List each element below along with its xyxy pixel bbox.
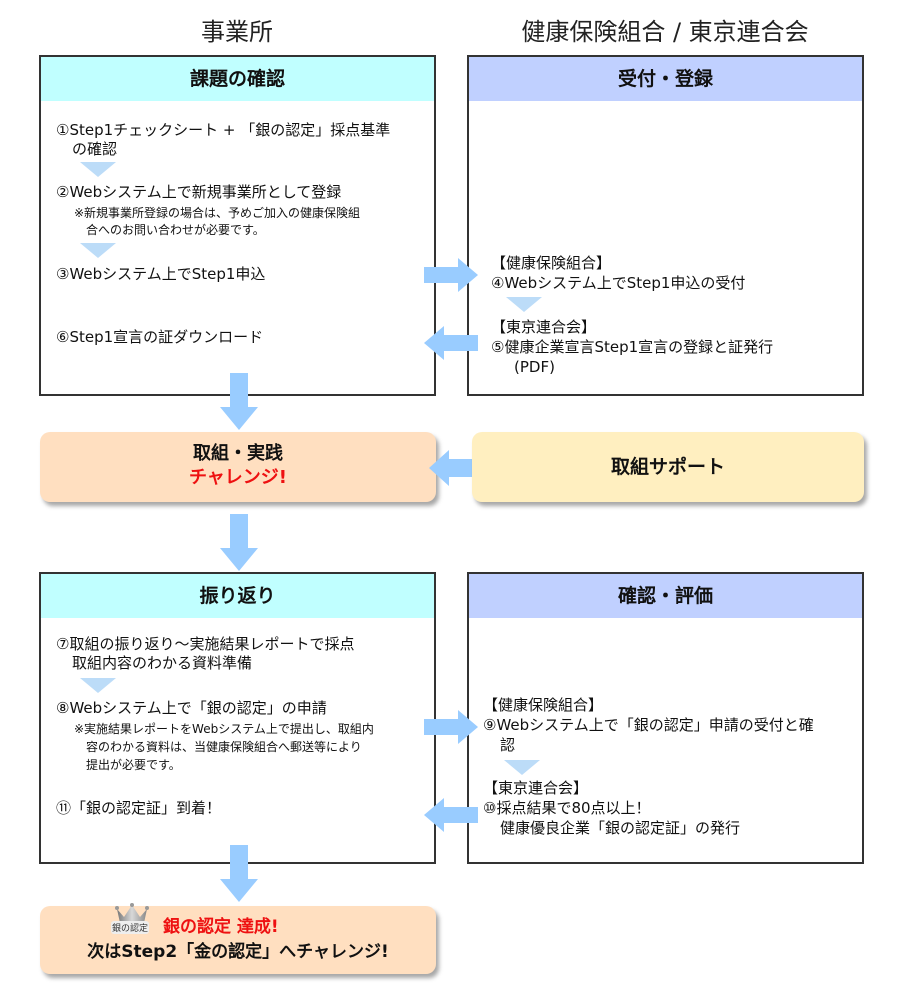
- box-evaluation: 確認・評価: [467, 572, 864, 864]
- step-8-note-cont: 容のわかる資料は、当健康保険組合へ郵送等により: [86, 740, 362, 754]
- org-tokyo-federation: 【東京連合会】: [491, 318, 597, 336]
- step-9: ⑨Webシステム上で「銀の認定」申請の受付と確: [483, 716, 814, 734]
- step-9-cont: 認: [500, 736, 516, 754]
- box-reception: 受付・登録: [467, 55, 864, 396]
- arrow-right-icon: [424, 710, 478, 744]
- step-3: ③Webシステム上でStep1申込: [56, 265, 266, 283]
- silver-achieved: 銀の認定 達成!: [163, 917, 279, 937]
- step-6: ⑥Step1宣言の証ダウンロード: [56, 328, 264, 346]
- step-2-note: ※新規事業所登録の場合は、予めご加入の健康保険組: [74, 206, 361, 220]
- box-header: 確認・評価: [469, 574, 862, 618]
- org-health-union: 【健康保険組合】: [491, 254, 612, 272]
- step-7: ⑦取組の振り返り～実施結果レポートで採点: [56, 635, 355, 653]
- step-5: ⑤健康企業宣言Step1宣言の登録と証発行: [491, 338, 774, 356]
- step-2-note-cont: 合へのお問い合わせが必要です。: [86, 223, 265, 237]
- silver-badge-label: 銀の認定: [111, 921, 150, 934]
- org-tokyo-federation: 【東京連合会】: [483, 779, 589, 797]
- box-header: 課題の確認: [41, 57, 434, 101]
- practice-box: 取組・実践 チャレンジ!: [40, 432, 436, 502]
- step-8: ⑧Webシステム上で「銀の認定」の申請: [56, 699, 327, 717]
- arrow-down-icon: [220, 514, 258, 571]
- step-2: ②Webシステム上で新規事業所として登録: [56, 183, 342, 201]
- down-triangle-icon: [506, 297, 542, 312]
- step-4: ④Webシステム上でStep1申込の受付: [491, 274, 746, 292]
- org-health-union: 【健康保険組合】: [483, 696, 604, 714]
- step-7-cont: 取組内容のわかる資料準備: [72, 654, 253, 672]
- column-title-union: 健康保険組合 / 東京連合会: [521, 18, 809, 46]
- arrow-down-icon: [220, 373, 258, 430]
- step-1: ①Step1チェックシート + 「銀の認定」採点基準: [56, 121, 391, 139]
- support-label: 取組サポート: [610, 456, 725, 478]
- step-10-cont: 健康優良企業「銀の認定証」の発行: [500, 819, 741, 837]
- practice-challenge: チャレンジ!: [188, 467, 288, 488]
- step-1-cont: の確認: [72, 140, 118, 158]
- box-review: 振り返り: [39, 572, 436, 864]
- box-header: 受付・登録: [469, 57, 862, 101]
- column-title-office: 事業所: [201, 18, 273, 46]
- box-issue-check: 課題の確認: [39, 55, 436, 396]
- down-triangle-icon: [80, 678, 116, 693]
- step-11: ⑪「銀の認定証」到着！: [56, 799, 222, 817]
- down-triangle-icon: [80, 162, 116, 177]
- arrow-left-icon: [429, 450, 477, 486]
- arrow-left-icon: [424, 798, 478, 832]
- down-triangle-icon: [80, 243, 116, 258]
- next-step2-challenge: 次はStep2「金の認定」へチャレンジ!: [87, 942, 389, 962]
- crown-icon: [115, 903, 149, 923]
- final-box: [40, 906, 436, 974]
- step-8-note-cont: 提出が必要です。: [86, 758, 181, 772]
- step-10: ⑩採点結果で80点以上！: [483, 799, 651, 817]
- step-5-cont: (PDF): [514, 358, 555, 376]
- step-8-note: ※実施結果レポートをWebシステム上で提出し、取組内: [74, 722, 374, 736]
- down-triangle-icon: [504, 760, 540, 775]
- arrow-down-icon: [220, 845, 258, 902]
- arrow-right-icon: [424, 258, 478, 292]
- support-box: 取組サポート: [472, 432, 864, 502]
- box-header: 振り返り: [41, 574, 434, 618]
- arrow-left-icon: [424, 326, 478, 360]
- practice-title: 取組・実践: [193, 443, 283, 464]
